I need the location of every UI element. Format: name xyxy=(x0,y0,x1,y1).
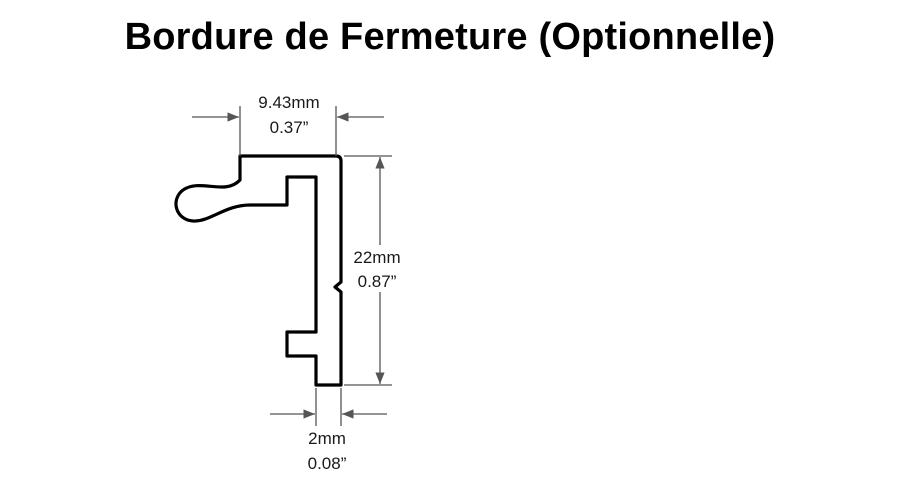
top-width-imperial: 0.37” xyxy=(270,118,309,137)
bottom-thickness-metric: 2mm xyxy=(308,429,346,448)
bottom-thickness-dimension: 2mm 0.08” xyxy=(270,388,387,473)
bottom-thickness-imperial: 0.08” xyxy=(308,454,347,473)
top-width-dimension: 9.43mm 0.37” xyxy=(192,93,384,156)
height-metric: 22mm xyxy=(353,248,400,267)
trim-profile-outline xyxy=(174,154,343,387)
top-width-metric: 9.43mm xyxy=(258,93,319,112)
height-dimension: 22mm 0.87” xyxy=(344,155,401,386)
page-title: Bordure de Fermeture (Optionnelle) xyxy=(124,16,776,58)
height-imperial: 0.87” xyxy=(358,272,397,291)
